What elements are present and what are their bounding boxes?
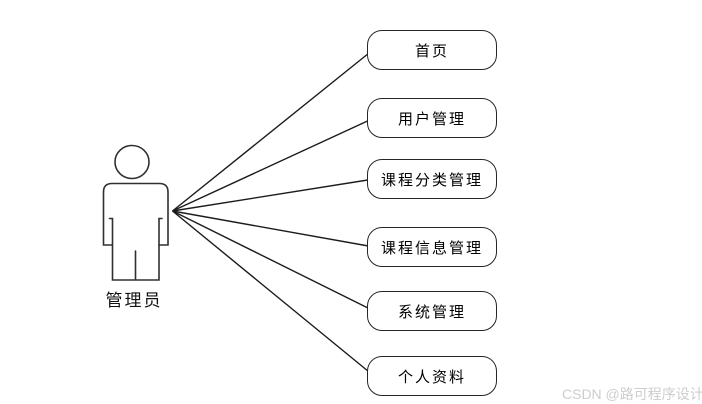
actor-head	[114, 144, 150, 180]
usecase-node-user-management: 用户管理	[367, 98, 497, 138]
usecase-node-personal-profile: 个人资料	[367, 356, 497, 396]
connector-line	[172, 48, 375, 212]
actor-arms-legs	[108, 217, 163, 281]
watermark-text: CSDN @路可程序设计	[562, 386, 702, 402]
connector-line	[172, 178, 375, 212]
usecase-label: 用户管理	[397, 110, 466, 128]
usecase-label: 课程分类管理	[380, 171, 483, 189]
usecase-label: 课程信息管理	[380, 239, 483, 257]
usecase-label: 系统管理	[397, 303, 466, 321]
usecase-node-course-info-management: 课程信息管理	[367, 227, 497, 267]
connector-lines	[172, 48, 375, 377]
connector-line	[172, 210, 375, 248]
usecase-node-course-category-management: 课程分类管理	[367, 159, 497, 199]
usecase-label: 个人资料	[397, 368, 466, 386]
connector-line	[172, 210, 375, 312]
actor-torso	[102, 182, 169, 246]
connector-line	[172, 117, 375, 212]
actor-person-icon	[102, 144, 169, 281]
usecase-node-home: 首页	[367, 30, 497, 70]
connector-line	[172, 210, 375, 377]
usecase-node-system-management: 系统管理	[367, 291, 497, 331]
usecase-label: 首页	[414, 42, 449, 60]
actor-label: 管理员	[105, 291, 163, 310]
